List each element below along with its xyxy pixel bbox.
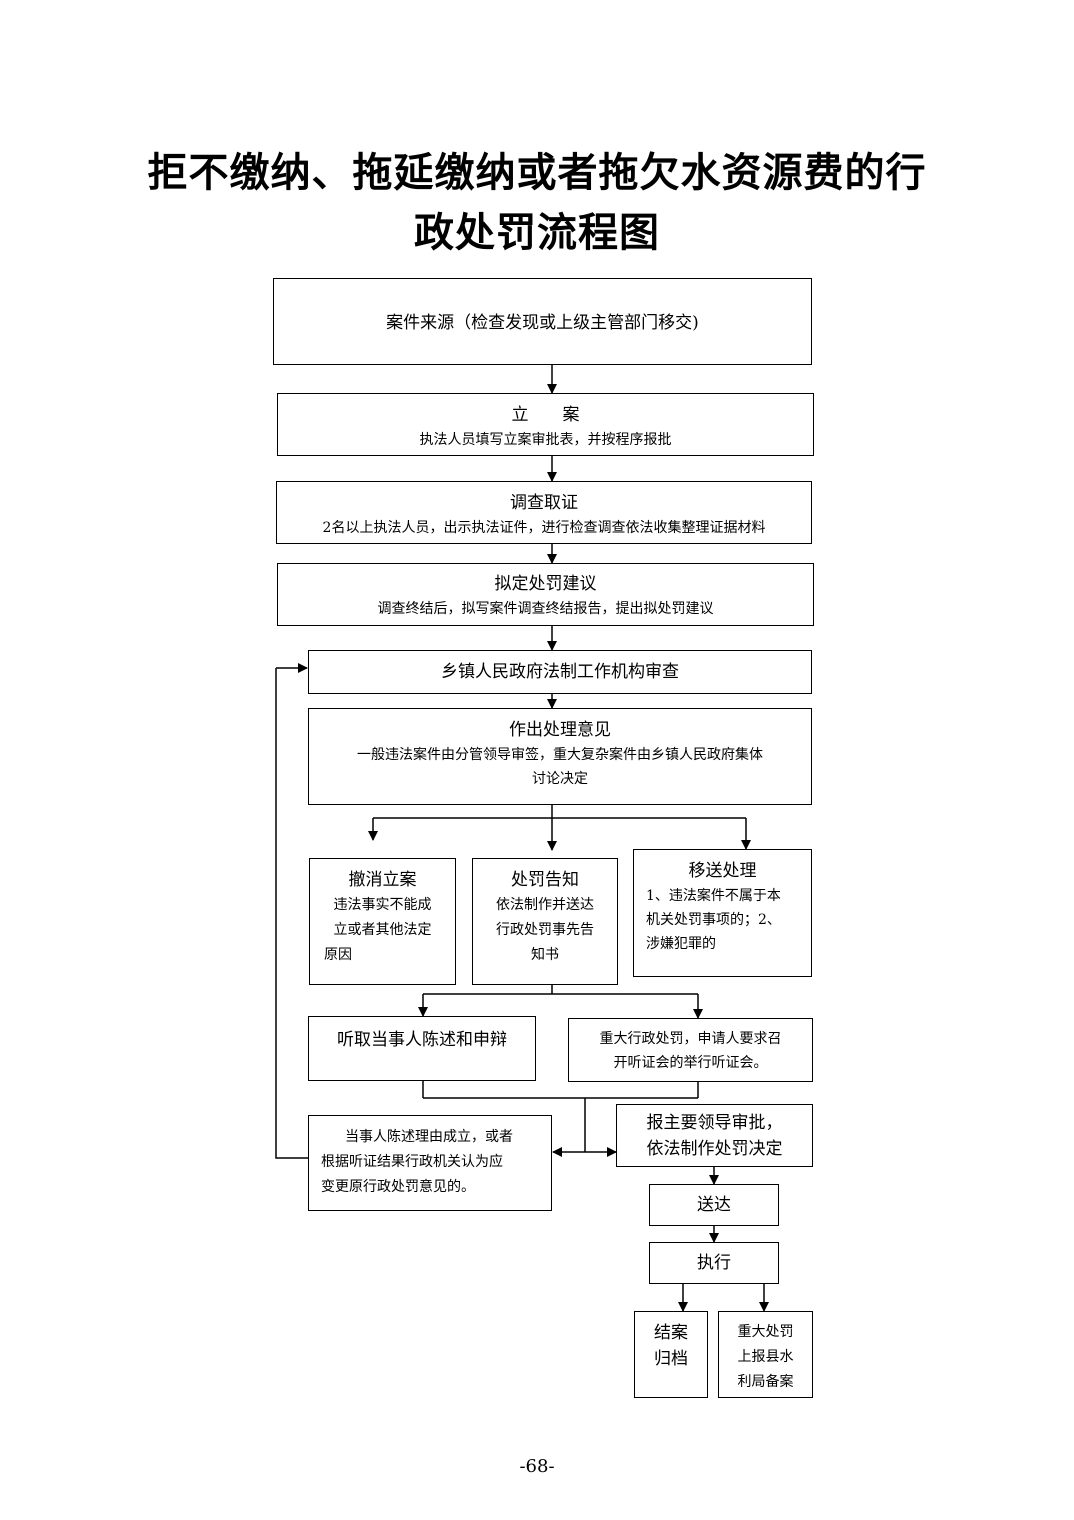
execution-label: 执行 — [697, 1253, 731, 1273]
legal-review-box: 乡镇人民政府法制工作机构审查 — [308, 650, 812, 694]
hearing-box: 重大行政处罚，申请人要求召 开听证会的举行听证会。 — [568, 1018, 813, 1082]
proposal-label: 拟定处罚建议 — [494, 574, 597, 594]
reconsider-line-1: 当事人陈述理由成立，或者 — [345, 1129, 513, 1145]
investigation-detail: 2名以上执法人员，出示执法证件，进行检查调查依法收集整理证据材料 — [322, 520, 766, 536]
page-number: -68- — [519, 1456, 555, 1477]
notice-box: 处罚告知 依法制作并送达 行政处罚事先告 知书 — [472, 858, 618, 985]
notice-label: 处罚告知 — [511, 870, 579, 890]
transfer-detail-3: 涉嫌犯罪的 — [646, 936, 716, 952]
reconsider-line-3: 变更原行政处罚意见的。 — [321, 1179, 475, 1195]
approval-box: 报主要领导审批， 依法制作处罚决定 — [616, 1104, 813, 1167]
case-source-label: 案件来源（检查发现或上级主管部门移交) — [386, 313, 699, 333]
closing-line-2: 归档 — [654, 1349, 688, 1369]
reconsider-line-2: 根据听证结果行政机关认为应 — [321, 1154, 503, 1170]
transfer-detail-1: 1、违法案件不属于本 — [646, 888, 781, 904]
revoke-detail-2: 立或者其他法定 — [333, 922, 432, 938]
notice-detail-1: 依法制作并送达 — [496, 897, 594, 913]
decision-opinion-box: 作出处理意见 一般违法案件由分管领导审签，重大复杂案件由乡镇人民政府集体 讨论决… — [308, 708, 812, 805]
decision-opinion-detail-1: 一般违法案件由分管领导审签，重大复杂案件由乡镇人民政府集体 — [357, 747, 763, 763]
decision-opinion-detail-2: 讨论决定 — [532, 771, 588, 787]
feedback-loop — [275, 668, 308, 1159]
hearing-line-2: 开听证会的举行听证会。 — [613, 1055, 768, 1071]
decision-opinion-label: 作出处理意见 — [509, 720, 611, 740]
delivery-box: 送达 — [649, 1184, 779, 1226]
notice-detail-3: 知书 — [531, 947, 559, 963]
transfer-detail-2: 机关处罚事项的；2、 — [646, 912, 781, 928]
statement-label: 听取当事人陈述和申辩 — [337, 1030, 507, 1050]
closing-line-1: 结案 — [654, 1323, 688, 1343]
report-box: 重大处罚 上报县水 利局备案 — [718, 1311, 813, 1398]
filing-detail: 执法人员填写立案审批表，并按程序报批 — [419, 432, 672, 448]
report-line-2: 上报县水 — [737, 1349, 794, 1365]
page-title-line-1: 拒不缴纳、拖延缴纳或者拖欠水资源费的行 — [147, 150, 927, 196]
revoke-box: 撤消立案 违法事实不能成 立或者其他法定 原因 — [309, 858, 456, 985]
filing-label: 立 案 — [511, 405, 580, 425]
approval-line-2: 依法制作处罚决定 — [646, 1139, 783, 1159]
case-source-box: 案件来源（检查发现或上级主管部门移交) — [273, 278, 812, 365]
hearing-line-1: 重大行政处罚，申请人要求召 — [599, 1031, 782, 1047]
revoke-label: 撤消立案 — [348, 870, 417, 890]
revoke-detail-1: 违法事实不能成 — [333, 897, 432, 913]
reconsider-box: 当事人陈述理由成立，或者 根据听证结果行政机关认为应 变更原行政处罚意见的。 — [308, 1115, 552, 1211]
report-line-3: 利局备案 — [737, 1374, 794, 1390]
investigation-box: 调查取证 2名以上执法人员，出示执法证件，进行检查调查依法收集整理证据材料 — [276, 481, 812, 544]
transfer-label: 移送处理 — [688, 861, 757, 881]
investigation-label: 调查取证 — [510, 493, 578, 513]
transfer-box: 移送处理 1、违法案件不属于本 机关处罚事项的；2、 涉嫌犯罪的 — [633, 849, 812, 977]
delivery-label: 送达 — [697, 1195, 731, 1215]
page-title-line-2: 政处罚流程图 — [414, 210, 660, 256]
execution-box: 执行 — [649, 1242, 779, 1284]
proposal-detail: 调查终结后，拟写案件调查终结报告，提出拟处罚建议 — [377, 601, 714, 617]
closing-box: 结案 归档 — [634, 1311, 708, 1398]
legal-review-label: 乡镇人民政府法制工作机构审查 — [441, 662, 679, 682]
statement-box: 听取当事人陈述和申辩 — [308, 1016, 536, 1081]
report-line-1: 重大处罚 — [737, 1324, 794, 1340]
proposal-box: 拟定处罚建议 调查终结后，拟写案件调查终结报告，提出拟处罚建议 — [277, 563, 814, 626]
notice-detail-2: 行政处罚事先告 — [496, 922, 594, 938]
approval-line-1: 报主要领导审批， — [646, 1113, 783, 1133]
filing-box: 立 案 执法人员填写立案审批表，并按程序报批 — [277, 393, 814, 456]
revoke-detail-3: 原因 — [324, 947, 352, 963]
